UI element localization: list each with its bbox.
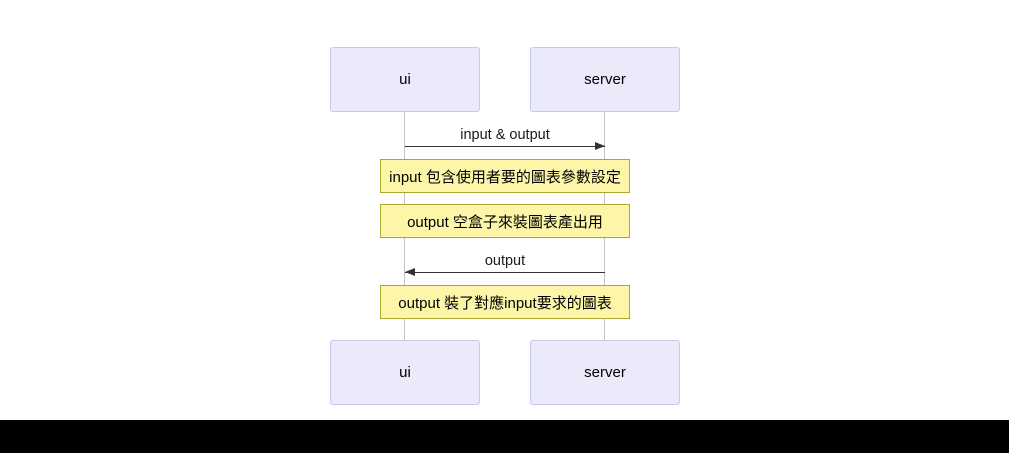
note-output-empty-box: output 空盒子來裝圖表產出用: [380, 204, 630, 238]
note-text: output 裝了對應input要求的圖表: [398, 294, 612, 312]
actor-label-server: server: [584, 364, 626, 381]
actor-box-server-bottom: server: [530, 340, 680, 405]
actor-label-ui: ui: [399, 71, 411, 88]
actor-label-ui: ui: [399, 364, 411, 381]
sequence-diagram-canvas: ui server input & output input 包含使用者要的圖表…: [330, 47, 680, 405]
note-text: output 空盒子來裝圖表產出用: [407, 213, 603, 231]
note-text: input 包含使用者要的圖表參數設定: [389, 168, 621, 186]
actor-box-ui-top: ui: [330, 47, 480, 112]
message-label-input-output: input & output: [460, 127, 550, 143]
actor-label-server: server: [584, 71, 626, 88]
message-arrow-server-to-ui: [405, 267, 605, 276]
message-arrow-ui-to-server: [405, 141, 605, 150]
note-input-parameters: input 包含使用者要的圖表參數設定: [380, 159, 630, 193]
arrowhead-right-icon: [595, 141, 605, 150]
actor-box-ui-bottom: ui: [330, 340, 480, 405]
bottom-black-bar: [0, 420, 1009, 453]
message-label-output: output: [484, 253, 526, 269]
actor-box-server-top: server: [530, 47, 680, 112]
note-output-filled-chart: output 裝了對應input要求的圖表: [380, 285, 630, 319]
arrowhead-left-icon: [405, 267, 415, 276]
